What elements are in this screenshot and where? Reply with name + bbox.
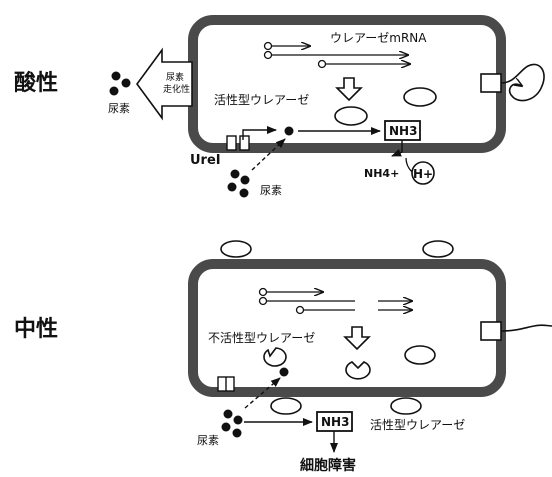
active-urease-label-acidic: 活性型ウレアーゼ — [214, 93, 309, 107]
urei-channel-left — [227, 136, 236, 150]
acidic-flagellar-motor — [481, 74, 501, 92]
outer-urease-enzyme — [271, 398, 301, 414]
urea-molecule-neutral — [280, 368, 289, 377]
urea-cluster-neutral — [222, 410, 243, 438]
chemotaxis-arrow-icon — [137, 50, 192, 118]
acidic-flagellum — [501, 64, 544, 100]
neutral-panel: 中性 不活性型ウレアーゼ — [14, 241, 552, 474]
acidic-panel: 酸性 ウレアーゼmRNA 活性型ウレアーゼ UreI — [14, 20, 544, 198]
nh4-label: NH4+ — [364, 167, 399, 180]
urei-channel-right — [240, 136, 249, 150]
urease-enzyme — [335, 107, 367, 125]
active-urease-label-neutral: 活性型ウレアーゼ — [370, 418, 465, 432]
acidic-condition-label: 酸性 — [14, 71, 58, 96]
outer-urease-enzyme — [221, 241, 251, 257]
nh3-label-neutral: NH3 — [321, 415, 349, 429]
urease-enzyme-neutral — [405, 346, 435, 364]
proton-binding-arrow — [406, 158, 412, 172]
nh3-label-acidic: NH3 — [389, 124, 417, 138]
proton-label: H+ — [413, 167, 433, 181]
chemotaxis-label-line1: 尿素 — [166, 71, 184, 83]
urea-cluster-left — [110, 72, 131, 96]
inactive-urease-enzyme — [264, 348, 286, 366]
cell-damage-label: 細胞障害 — [300, 457, 356, 474]
urease-mrna-label: ウレアーゼmRNA — [330, 31, 427, 45]
urease-enzyme — [404, 88, 436, 106]
inactive-urease-label: 不活性型ウレアーゼ — [208, 331, 315, 345]
chemotaxis-label-line2: 走化性 — [163, 83, 190, 95]
urei-label: UreI — [190, 153, 221, 168]
urea-cluster-bottom — [228, 170, 250, 198]
neutral-flagellum — [501, 325, 552, 331]
neutral-condition-label: 中性 — [14, 317, 58, 342]
urea-molecule — [285, 127, 294, 136]
urea-label-bottom-acidic: 尿素 — [260, 184, 282, 197]
outer-urease-enzyme — [423, 241, 453, 257]
neutral-flagellar-motor — [481, 322, 501, 340]
urea-label-neutral: 尿素 — [197, 434, 219, 447]
outer-urease-enzyme — [391, 398, 421, 414]
urea-label-left-acidic: 尿素 — [108, 102, 130, 115]
